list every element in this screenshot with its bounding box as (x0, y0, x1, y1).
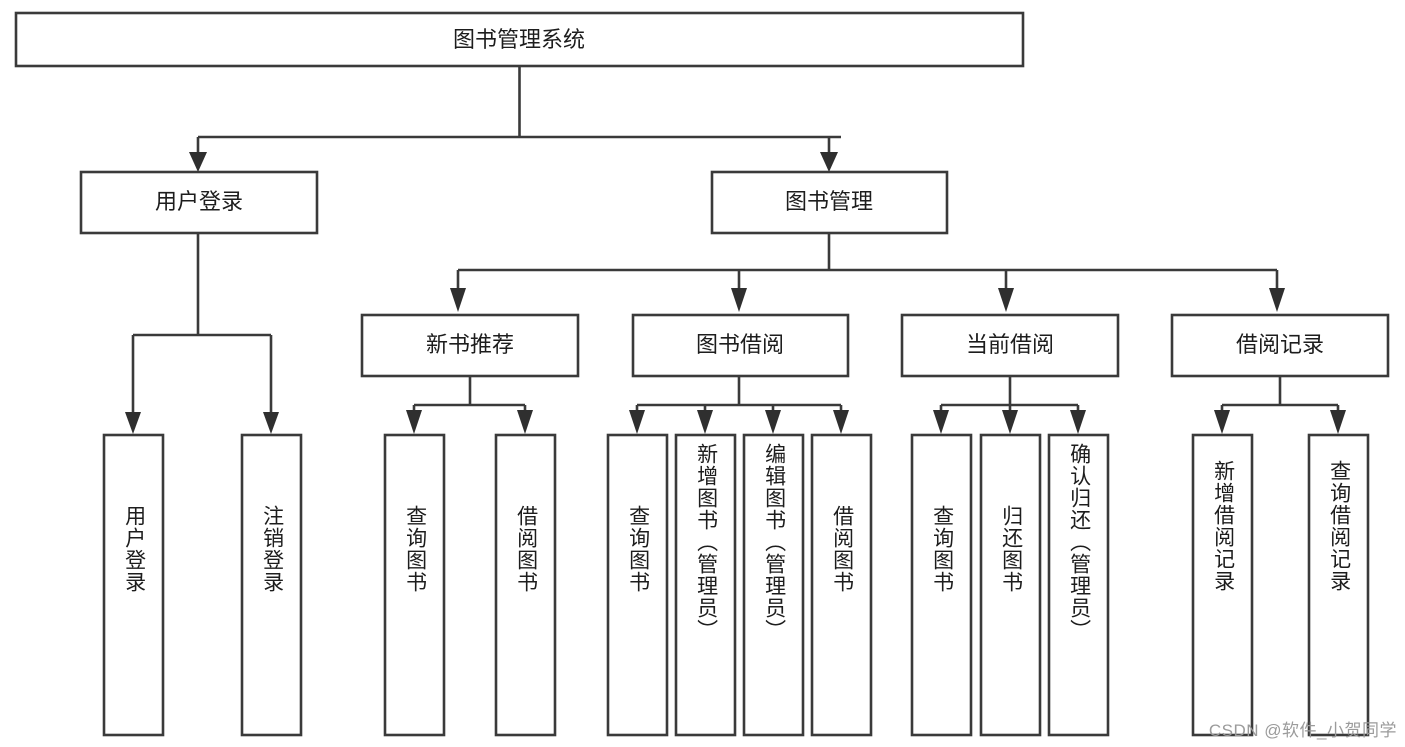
leaf-user-login-logout[interactable] (240, 433, 303, 737)
connector-group-book-borrow (629, 376, 849, 434)
leaf-new-book-query[interactable] (383, 433, 446, 737)
node-book-management-label: 图书管理 (785, 189, 873, 214)
arrow-leaf-nb-borrow (517, 410, 533, 434)
arrow-leaf-logout (263, 412, 279, 434)
leaf-book-borrow-add[interactable] (674, 433, 737, 737)
node-current-borrow-label: 当前借阅 (966, 332, 1054, 357)
arrow-book-borrow (731, 288, 747, 312)
leaf-book-borrow-query[interactable] (606, 433, 669, 737)
arrow-leaf-cb-query (933, 410, 949, 434)
node-root-label: 图书管理系统 (453, 27, 585, 52)
connector-group-borrow-record (1214, 376, 1346, 434)
connector-group-current-borrow (933, 376, 1086, 434)
arrow-leaf-bb-query (629, 410, 645, 434)
arrow-user-login (189, 152, 207, 172)
arrow-leaf-bb-edit (765, 410, 781, 434)
arrow-leaf-cb-confirm (1070, 410, 1086, 434)
node-current-borrow[interactable] (900, 313, 1120, 378)
arrow-new-book-recommend (450, 288, 466, 312)
leaf-borrow-record-query[interactable] (1307, 433, 1370, 737)
node-user-login[interactable] (79, 170, 319, 235)
connector-group-book-manage (450, 233, 1285, 312)
leaf-borrow-record-add[interactable] (1191, 433, 1254, 737)
leaf-user-login-login[interactable] (102, 433, 165, 737)
node-book-management[interactable] (710, 170, 949, 235)
node-user-login-label: 用户登录 (155, 189, 243, 214)
arrow-leaf-nb-query (406, 410, 422, 434)
arrow-current-borrow (998, 288, 1014, 312)
node-book-borrow-label: 图书借阅 (696, 332, 784, 357)
leaf-current-borrow-query[interactable] (910, 433, 973, 737)
node-book-borrow[interactable] (631, 313, 850, 378)
leaf-book-borrow-borrow[interactable] (810, 433, 873, 737)
arrow-leaf-br-add (1214, 410, 1230, 434)
leaf-current-borrow-return[interactable] (979, 433, 1042, 737)
node-new-book-recommend[interactable] (360, 313, 580, 378)
arrow-borrow-record (1269, 288, 1285, 312)
arrow-book-manage (820, 152, 838, 172)
csdn-watermark: CSDN @软件_小贺同学 (1208, 721, 1397, 740)
arrow-leaf-bb-borrow (833, 410, 849, 434)
node-new-book-recommend-label: 新书推荐 (426, 332, 514, 357)
connector-group-new-book (406, 376, 533, 434)
leaf-book-borrow-edit[interactable] (742, 433, 805, 737)
node-root-book-management-system[interactable] (14, 11, 1025, 68)
leaf-current-borrow-confirm[interactable] (1047, 433, 1110, 737)
node-borrow-record-label: 借阅记录 (1236, 332, 1324, 357)
connector-group-user-login (125, 233, 279, 434)
arrow-leaf-br-query (1330, 410, 1346, 434)
arrow-leaf-bb-add (697, 410, 713, 434)
leaf-new-book-borrow[interactable] (494, 433, 557, 737)
node-borrow-record[interactable] (1170, 313, 1390, 378)
connector-group-root (189, 66, 841, 172)
arrow-leaf-cb-return (1002, 410, 1018, 434)
arrow-leaf-user-login (125, 412, 141, 434)
